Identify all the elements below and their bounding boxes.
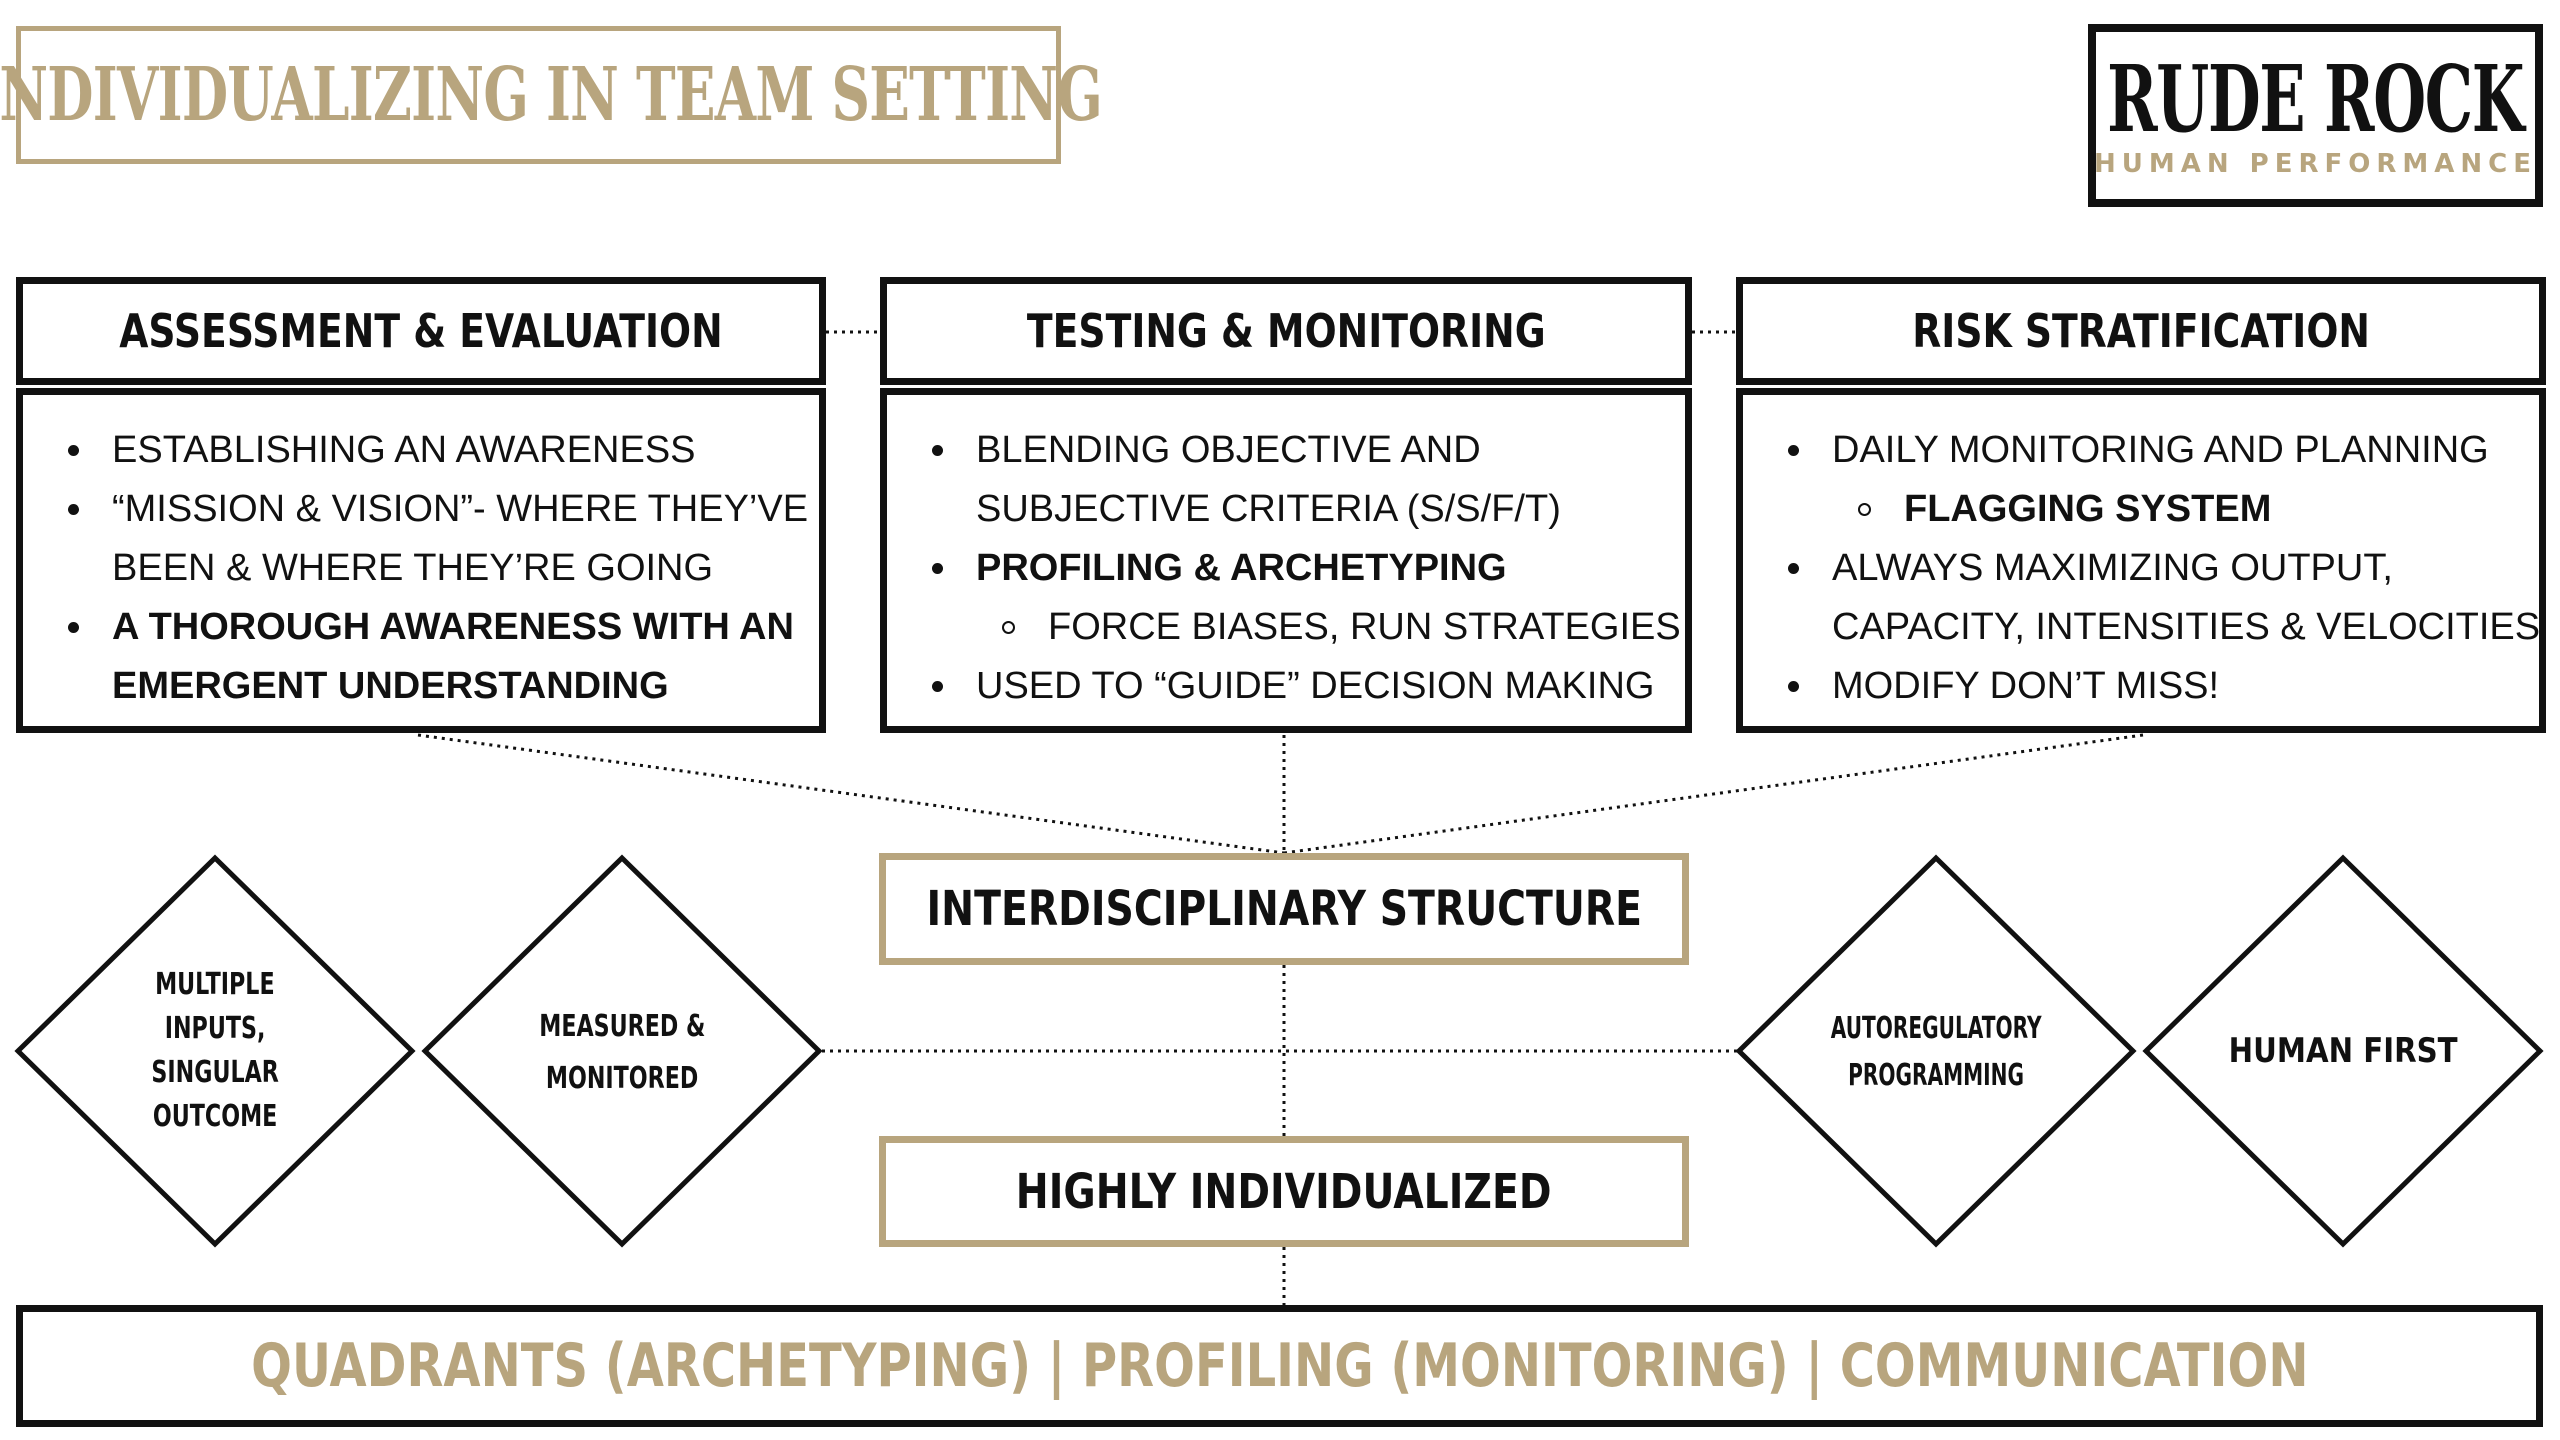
diamond-1-line-2: INPUTS, <box>164 1011 266 1046</box>
interdisciplinary-box: INTERDISCIPLINARY STRUCTURE <box>879 853 1689 965</box>
logo-sub-text: HUMAN PERFORMANCE <box>2094 148 2537 179</box>
connector-assessment-interdisciplinary <box>417 733 1285 855</box>
diamond-1-line-3: SINGULAR <box>151 1055 279 1090</box>
diamond-measured-monitored <box>421 854 823 1248</box>
testing-item-1: BLENDING OBJECTIVE AND <box>932 421 1665 480</box>
page-title-box: INDIVIDUALIZING IN TEAM SETTING <box>0 26 1103 164</box>
individualized-label: HIGHLY INDIVIDUALIZED <box>1016 1163 1552 1220</box>
diamond-multiple-inputs-label: MULTIPLE INPUTS, SINGULAR OUTCOME <box>95 951 335 1151</box>
risk-subitem-1: FLAGGING SYSTEM <box>1788 480 2519 539</box>
risk-header: RISK STRATIFICATION <box>1736 277 2546 385</box>
risk-body: DAILY MONITORING AND PLANNING FLAGGING S… <box>1736 388 2546 733</box>
diamond-autoregulatory <box>1735 854 2137 1248</box>
diamond-3-line-2: PROGRAMMING <box>1848 1058 2024 1093</box>
bottom-banner: QUADRANTS (ARCHETYPING) | PROFILING (MON… <box>16 1305 2543 1427</box>
diamond-4-line-1: HUMAN FIRST <box>2228 1031 2458 1071</box>
diamond-1-line-4: OUTCOME <box>152 1099 278 1134</box>
individualized-box: HIGHLY INDIVIDUALIZED <box>879 1136 1689 1247</box>
assessment-item-3-cont: EMERGENT UNDERSTANDING <box>112 665 669 707</box>
bottom-banner-text: QUADRANTS (ARCHETYPING) | PROFILING (MON… <box>250 1331 2309 1401</box>
assessment-item-2-cont: BEEN & WHERE THEY’RE GOING <box>112 547 714 589</box>
testing-subitem-1: FORCE BIASES, RUN STRATEGIES <box>932 598 1681 657</box>
diamond-3-line-1: AUTOREGULATORY <box>1830 1011 2042 1046</box>
testing-header: TESTING & MONITORING <box>880 277 1692 385</box>
interdisciplinary-label: INTERDISCIPLINARY STRUCTURE <box>926 881 1642 937</box>
testing-item-1-cont: SUBJECTIVE CRITERIA (S/S/F/T) <box>976 488 1561 530</box>
logo-main-text: RUDE ROCK <box>2107 44 2524 153</box>
assessment-body: ESTABLISHING AN AWARENESS “MISSION & VIS… <box>16 388 826 733</box>
assessment-header-label: ASSESSMENT & EVALUATION <box>119 304 723 358</box>
diamond-2-line-2: MONITORED <box>545 1061 699 1096</box>
risk-item-2: ALWAYS MAXIMIZING OUTPUT, <box>1788 539 2519 598</box>
assessment-header: ASSESSMENT & EVALUATION <box>16 277 826 385</box>
diamond-human-first <box>2142 854 2544 1248</box>
diamond-1-line-1: MULTIPLE <box>155 967 275 1002</box>
testing-body: BLENDING OBJECTIVE AND SUBJECTIVE CRITER… <box>880 388 1692 733</box>
connector-risk-interdisciplinary <box>1283 733 2144 855</box>
assessment-item-1: ESTABLISHING AN AWARENESS <box>68 421 799 480</box>
risk-item-1: DAILY MONITORING AND PLANNING <box>1788 421 2519 480</box>
assessment-item-2: “MISSION & VISION”- WHERE THEY’VE <box>68 480 808 539</box>
testing-item-2: PROFILING & ARCHETYPING <box>932 539 1665 598</box>
testing-item-3: USED TO “GUIDE” DECISION MAKING <box>932 657 1665 716</box>
diamond-multiple-inputs <box>14 854 416 1248</box>
assessment-item-3: A THOROUGH AWARENESS WITH AN <box>68 598 799 657</box>
testing-header-label: TESTING & MONITORING <box>1026 304 1546 358</box>
rude-rock-logo: RUDE ROCK HUMAN PERFORMANCE <box>2088 24 2543 207</box>
page-title: INDIVIDUALIZING IN TEAM SETTING <box>0 52 1103 138</box>
diamond-measured-monitored-label: MEASURED & MONITORED <box>472 991 772 1111</box>
risk-header-label: RISK STRATIFICATION <box>1912 304 2370 358</box>
diamond-2-line-1: MEASURED & <box>538 1009 706 1044</box>
risk-item-2-cont: CAPACITY, INTENSITIES & VELOCITIES <box>1832 606 2541 648</box>
risk-item-3: MODIFY DON’T MISS! <box>1788 657 2519 716</box>
diamond-autoregulatory-label: AUTOREGULATORY PROGRAMMING <box>1776 1001 2096 1101</box>
diamond-human-first-label: HUMAN FIRST <box>2193 1021 2493 1081</box>
